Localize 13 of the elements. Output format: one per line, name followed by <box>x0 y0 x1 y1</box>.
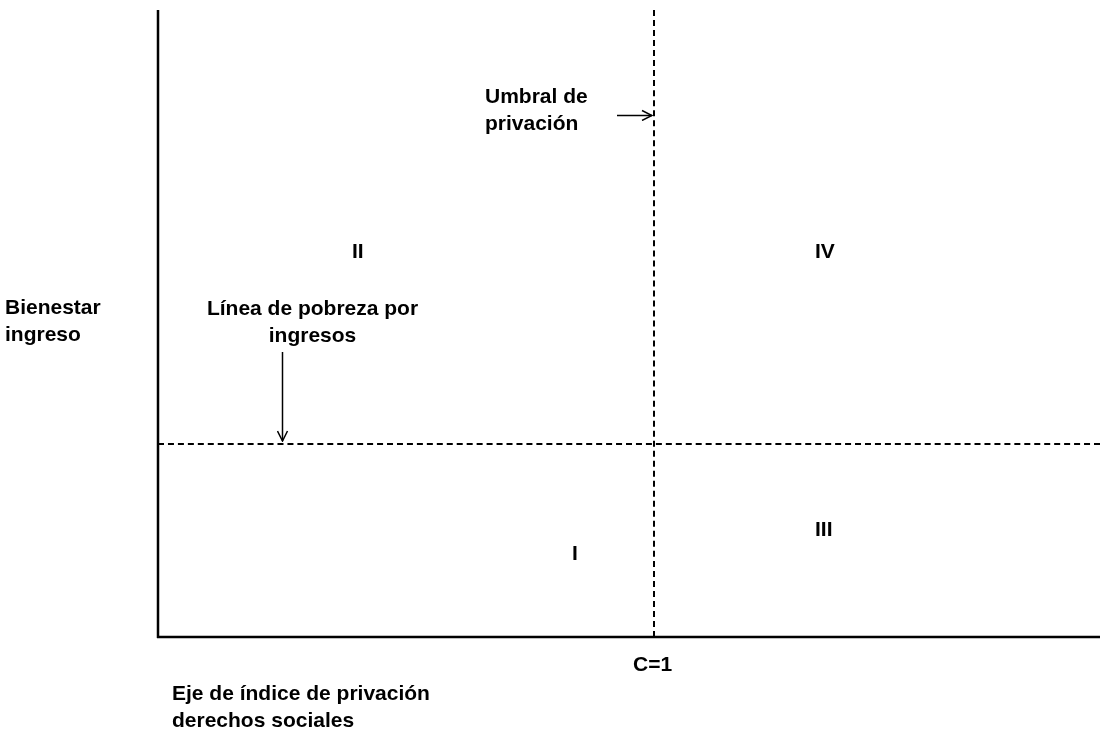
arrow <box>276 351 289 442</box>
axis-tick-label: C=1 <box>633 651 673 677</box>
threshold-line <box>158 443 1100 445</box>
quadrant-number: III <box>815 516 833 542</box>
annotation-text: Umbral de privación <box>485 82 617 136</box>
axis-title: Eje de índice de privación derechos sociales <box>172 680 431 733</box>
threshold-line <box>653 10 655 637</box>
quadrant-number: II <box>352 238 364 264</box>
quadrant-number: I <box>572 540 578 566</box>
annotation-text: Línea de pobreza por ingresos <box>200 294 425 348</box>
axis-title: Bienestar ingreso <box>5 294 102 347</box>
arrow <box>616 109 653 122</box>
quadrant-number: IV <box>815 238 835 264</box>
